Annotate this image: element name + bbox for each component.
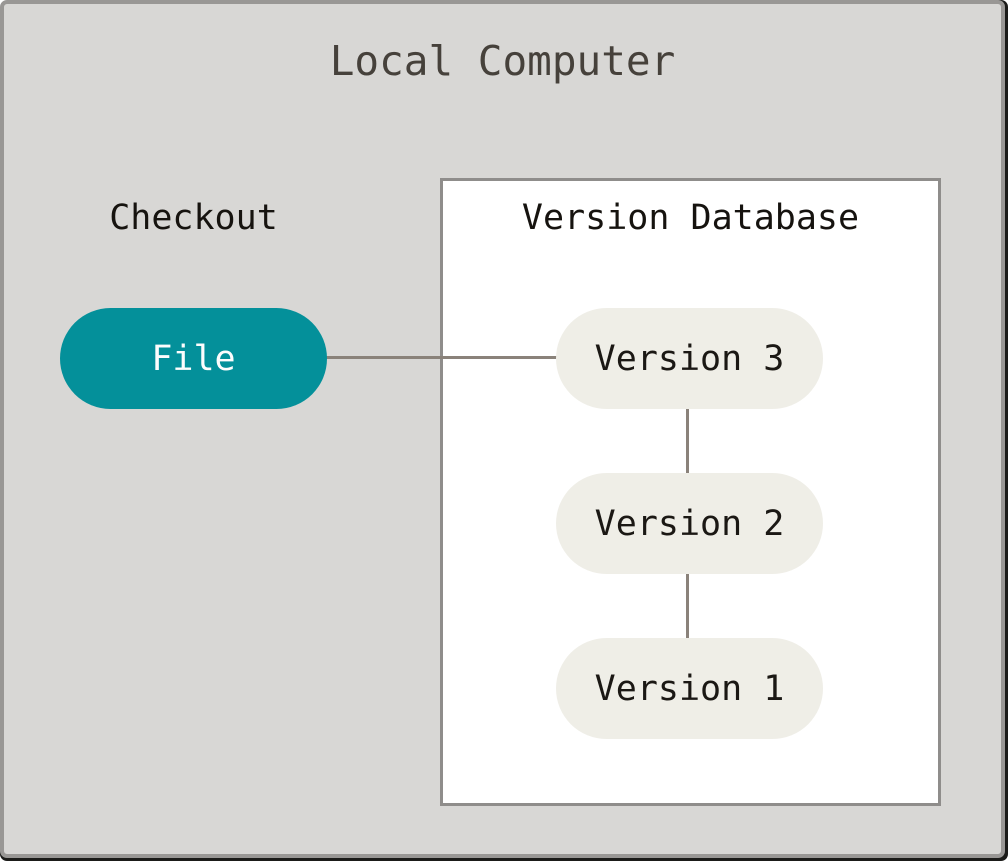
- version3-node: Version 3: [556, 308, 823, 409]
- version1-node: Version 1: [556, 638, 823, 739]
- file-node: File: [60, 308, 327, 409]
- checkout-label: Checkout: [109, 198, 278, 238]
- connector-version3-to-version2: [686, 408, 689, 475]
- version2-node: Version 2: [556, 473, 823, 574]
- connector-file-to-version3: [322, 356, 557, 359]
- connector-version2-to-version1: [686, 573, 689, 640]
- version-database-title: Version Database: [521, 198, 860, 238]
- diagram-title: Local Computer: [329, 37, 676, 85]
